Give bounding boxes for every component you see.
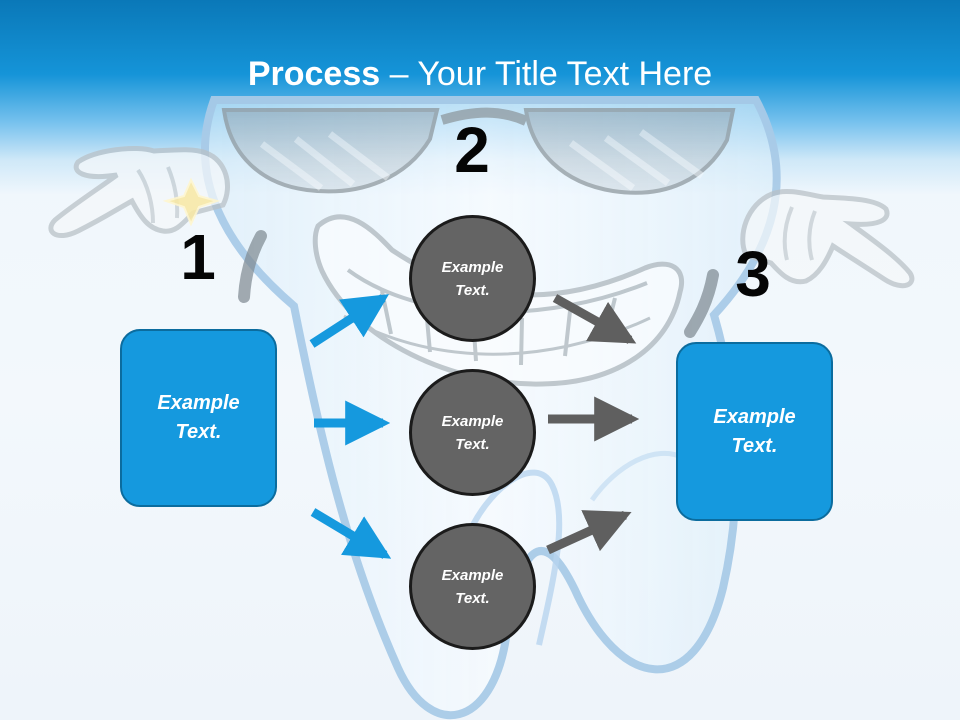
slide-title: Process – Your Title Text Here [0,52,960,96]
process-circle-middle: Example Text. [409,369,536,496]
sunglasses-icon [221,107,736,195]
blue-arrow-upper [309,294,390,348]
tooth-inner-curve-right [589,450,686,502]
process-circle-top: Example Text. [409,215,536,342]
process-circle-bottom-text: Example Text. [441,566,504,607]
process-circle-bottom: Example Text. [409,523,536,650]
step-number-1: 1 [180,221,216,293]
process-circle-middle-text: Example Text. [441,412,504,453]
process-circle-top-text: Example Text. [441,258,504,299]
right-text-box: Example Text. [676,342,833,521]
gray-arrow-upper [552,294,637,344]
step-number-3: 3 [735,238,771,310]
sparkle-icon [162,177,221,227]
blue-arrow-lower [310,508,392,559]
tooth-inner-curve [463,469,563,646]
gray-arrow-lower [546,510,632,555]
right-text: Example Text. [713,405,796,457]
glove-hand-icon [48,145,915,338]
step-number-2: 2 [454,114,490,186]
left-text-box: Example Text. [120,329,277,507]
title-rest: – Your Title Text Here [380,55,713,93]
title-process: Process [247,55,381,93]
left-text: Example Text. [157,392,240,443]
